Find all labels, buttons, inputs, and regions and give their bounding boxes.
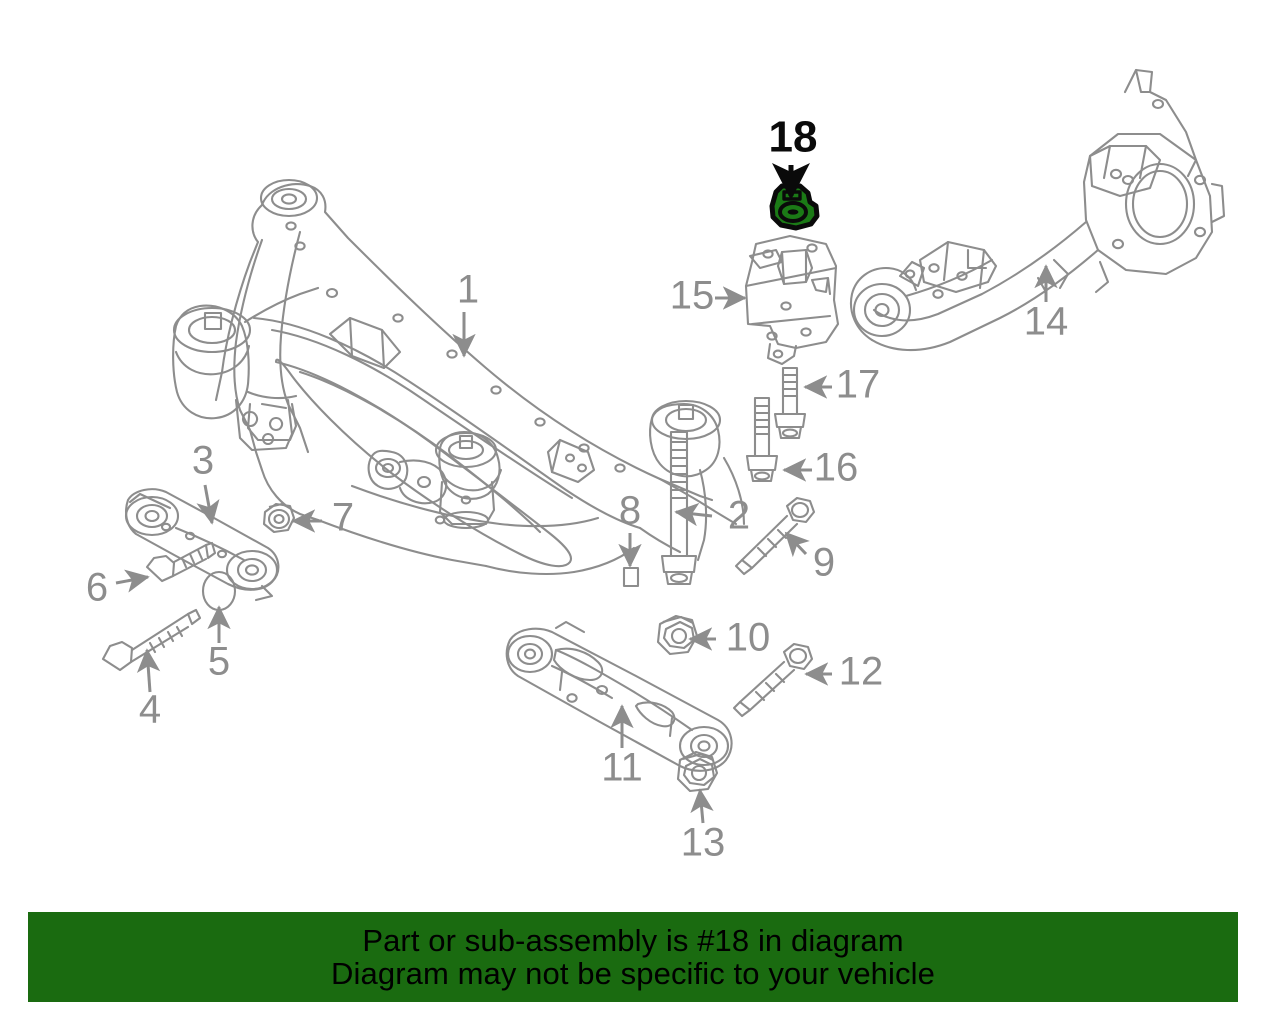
disclaimer-banner: Part or sub-assembly is #18 in diagram D… xyxy=(28,912,1238,1002)
part-6-flange-bolt-short xyxy=(145,541,217,583)
leader-4 xyxy=(136,648,161,693)
callout-label-8: 8 xyxy=(619,489,641,533)
part-12-eccentric-cam-bolt-lower xyxy=(732,642,814,718)
part-2-flange-bolt-long xyxy=(660,430,698,586)
parts-illustration: 1 2 3 4 5 6 7 8 9 10 11 12 13 14 15 16 1… xyxy=(0,0,1280,912)
leader-2 xyxy=(674,502,713,527)
callout-label-4: 4 xyxy=(139,688,161,732)
callout-label-11: 11 xyxy=(601,746,643,790)
part-14-rear-steering-knuckle xyxy=(850,68,1226,352)
leader-9 xyxy=(784,531,810,558)
callout-label-13: 13 xyxy=(681,821,726,865)
callout-label-7: 7 xyxy=(332,496,354,540)
part-1-rear-crossmember-subframe xyxy=(172,178,746,576)
callout-label-1: 1 xyxy=(457,268,479,312)
callout-label-17: 17 xyxy=(836,363,881,407)
callout-label-16: 16 xyxy=(814,446,859,490)
callout-label-10: 10 xyxy=(726,616,771,660)
callout-arrows xyxy=(115,163,1058,824)
part-17-flange-bolt-bracket-upper xyxy=(773,366,807,440)
part-7-flange-nut xyxy=(262,502,296,534)
part-16-flange-bolt-bracket-lower xyxy=(745,396,779,483)
callout-label-6: 6 xyxy=(86,566,108,610)
part-13-hex-flange-nut-lower xyxy=(676,750,719,793)
callout-label-14: 14 xyxy=(1024,300,1069,344)
callout-label-3: 3 xyxy=(192,439,214,483)
callout-label-2: 2 xyxy=(728,494,750,538)
callout-label-5: 5 xyxy=(208,640,230,684)
part-9-eccentric-cam-bolt-upper xyxy=(734,496,816,576)
leader-6 xyxy=(115,569,150,593)
callout-labels: 1 2 3 4 5 6 7 8 9 10 11 12 13 14 15 16 1… xyxy=(86,113,1068,865)
leader-13 xyxy=(690,788,714,824)
part-8-spacer-bushing-sleeve xyxy=(622,566,640,588)
part-18-suspension-mount-bushing-highlighted xyxy=(769,183,820,231)
part-3-upper-control-arm xyxy=(124,488,280,602)
callout-label-12: 12 xyxy=(839,650,884,694)
banner-line-vehicle-disclaimer: Diagram may not be specific to your vehi… xyxy=(331,956,935,991)
callout-label-15: 15 xyxy=(670,274,715,318)
banner-line-part-number: Part or sub-assembly is #18 in diagram xyxy=(362,923,904,958)
leader-3 xyxy=(196,484,220,525)
part-11-lower-control-arm xyxy=(505,620,733,772)
canvas-background xyxy=(0,0,1280,912)
callout-label-9: 9 xyxy=(813,541,835,585)
callout-label-18: 18 xyxy=(769,113,818,162)
